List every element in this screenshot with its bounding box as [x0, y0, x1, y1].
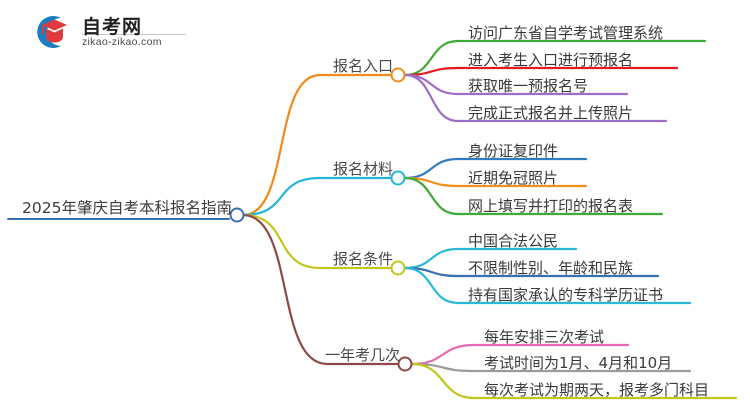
connector-line [403, 157, 460, 180]
root-node[interactable] [229, 207, 245, 223]
branch-node-3[interactable] [390, 260, 406, 276]
root-node-label[interactable]: 2025年肇庆自考本科报名指南 [22, 199, 232, 217]
connector-line [410, 362, 476, 400]
connector-line [403, 266, 460, 305]
branch-node-label-1[interactable]: 报名入口 [332, 57, 393, 75]
leaf-node-label-3-1[interactable]: 中国合法公民 [468, 232, 559, 250]
connector-line [403, 176, 460, 216]
leaf-node-label-1-1[interactable]: 访问广东省自学考试管理系统 [468, 24, 664, 42]
leaf-node-label-2-3[interactable]: 网上填写并打印的报名表 [468, 197, 634, 215]
leaf-node-label-1-2[interactable]: 进入考生入口进行预报名 [468, 51, 634, 69]
connector-line [241, 73, 322, 217]
branch-node-label-3[interactable]: 报名条件 [332, 250, 393, 268]
branch-node-2[interactable] [390, 170, 406, 186]
leaf-node-label-1-3[interactable]: 获取唯一预报名号 [468, 77, 589, 95]
logo-name: 自考网 [82, 16, 143, 38]
branch-node-4[interactable] [397, 356, 413, 372]
logo-divider [82, 34, 186, 35]
branch-node-1[interactable] [390, 67, 406, 83]
leaf-node-label-2-2[interactable]: 近期免冠照片 [468, 169, 559, 187]
logo-url: zikao-zikao.com [82, 36, 162, 48]
connector-line [403, 247, 460, 270]
connector-line [403, 73, 460, 123]
leaf-node-label-3-3[interactable]: 持有国家承认的专科学历证书 [468, 286, 664, 304]
graduation-cap-logo-icon [37, 15, 67, 48]
branch-node-label-4[interactable]: 一年考几次 [324, 346, 400, 364]
leaf-node-label-2-1[interactable]: 身份证复印件 [468, 142, 559, 160]
connector-line [403, 73, 460, 96]
connector-line [403, 39, 460, 77]
site-logo: 自考网 zikao-zikao.com [30, 10, 190, 54]
leaf-node-label-3-2[interactable]: 不限制性别、年龄和民族 [468, 259, 634, 277]
connector-line [241, 176, 322, 217]
connector-line [241, 213, 322, 270]
leaf-node-label-4-1[interactable]: 每年安排三次考试 [484, 328, 605, 346]
leaf-node-label-1-4[interactable]: 完成正式报名并上传照片 [468, 104, 634, 122]
connector-line [410, 343, 476, 366]
leaf-node-label-4-3[interactable]: 每次考试为期两天，报考多门科目 [484, 381, 710, 399]
leaf-node-label-4-2[interactable]: 考试时间为1月、4月和10月 [484, 354, 673, 372]
connector-line [241, 213, 329, 366]
connector-line [403, 66, 460, 77]
branch-node-label-2[interactable]: 报名材料 [332, 160, 393, 178]
